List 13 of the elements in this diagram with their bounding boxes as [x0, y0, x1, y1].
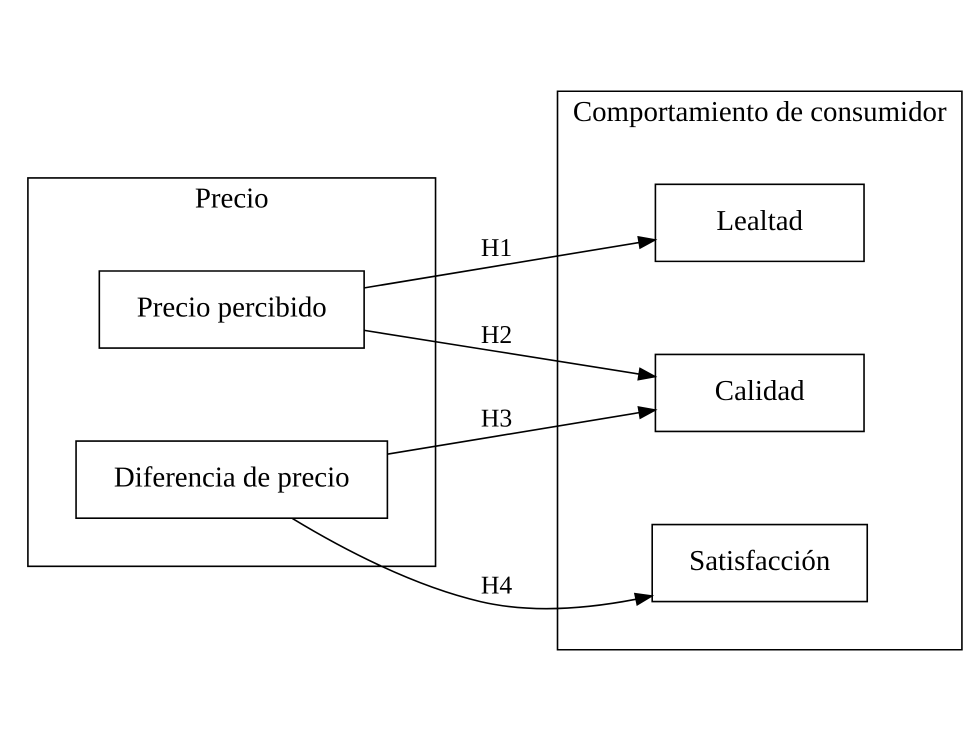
edge-label: H1	[480, 233, 512, 262]
arrow	[364, 236, 658, 289]
edge-label: H4	[480, 570, 512, 600]
node-box: Diferencia de precio	[75, 440, 388, 519]
arrow	[388, 406, 658, 455]
node-box: Satisfacción	[651, 524, 868, 602]
arrow	[292, 518, 654, 610]
node-box: Precio percibido	[98, 270, 365, 349]
edge-label: H2	[480, 320, 512, 349]
node-box: Calidad	[654, 354, 865, 432]
node-box: Lealtad	[654, 184, 865, 262]
edge-label: H3	[480, 403, 512, 432]
arrow	[364, 330, 658, 381]
